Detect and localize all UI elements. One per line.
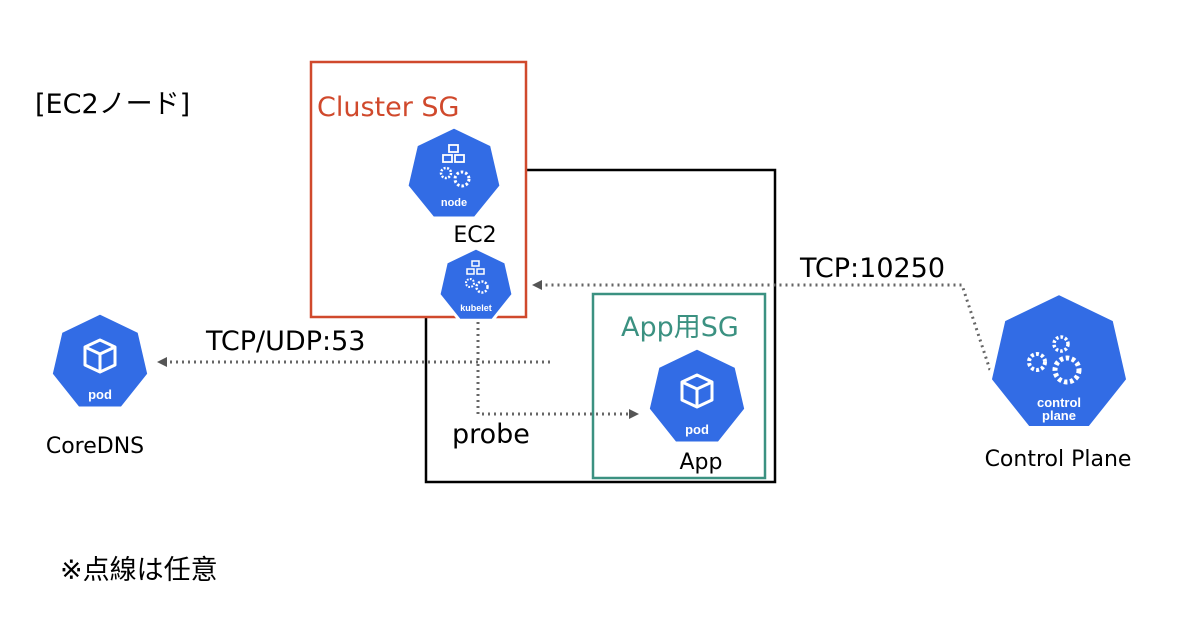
ec2-node-box: [424, 168, 777, 484]
app-sg-label: App用SG: [621, 312, 739, 343]
control-plane-port-label: TCP:10250: [799, 253, 945, 284]
control-plane-icon-text-line2: plane: [1042, 408, 1076, 423]
control-plane-icon-text-line1: control: [1037, 395, 1081, 410]
app-sg-box: [591, 292, 767, 480]
control-plane-icon: control plane: [987, 290, 1131, 430]
coredns-label: CoreDNS: [46, 434, 144, 459]
app-pod-icon-text: pod: [685, 422, 709, 437]
coredns-pod-icon: pod: [49, 311, 151, 410]
control-plane-connector: [532, 280, 992, 371]
node-icon: node: [405, 125, 503, 220]
cluster-sg-label: Cluster SG: [317, 92, 459, 123]
coredns-pod-icon-text: pod: [88, 387, 112, 402]
node-icon-text: node: [441, 197, 467, 209]
control-plane-label: Control Plane: [985, 447, 1132, 472]
probe-label: probe: [452, 419, 530, 450]
app-label: App: [680, 450, 723, 475]
ec2-label: EC2: [453, 223, 496, 248]
footnote: ※点線は任意: [60, 555, 218, 586]
app-pod-icon: pod: [646, 346, 748, 445]
probe-connector: [476, 322, 639, 419]
diagram-title: [EC2ノード]: [35, 89, 190, 120]
kubelet-icon: kubelet: [437, 246, 515, 322]
coredns-port-label: TCP/UDP:53: [205, 326, 365, 357]
kubelet-icon-text: kubelet: [460, 303, 492, 313]
